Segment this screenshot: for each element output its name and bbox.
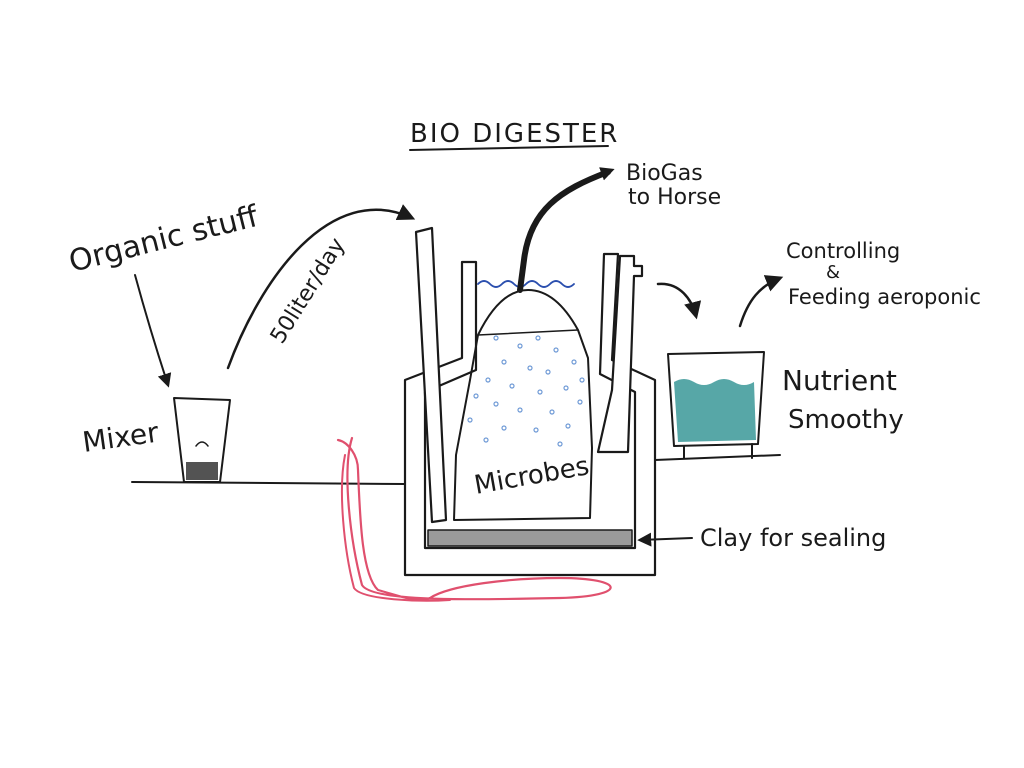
- feed-flow-arrow: [226, 204, 416, 370]
- gas-holder-drum: [453, 289, 593, 521]
- heating-pipe: [336, 436, 612, 602]
- nutrient-tank: [667, 351, 765, 459]
- microbe-bubbles: [467, 335, 585, 447]
- organic-stuff-label: Organic stuff: [65, 199, 262, 280]
- gas-holder-rim: [477, 329, 579, 336]
- diagram-title: BIO DIGESTER: [410, 119, 619, 149]
- aeroponic-feed-arrow: [738, 275, 784, 328]
- ground-line-right: [654, 454, 781, 461]
- clay-sealing-layer: [427, 529, 633, 547]
- biogas-arrow: [589, 167, 615, 181]
- mixer-tank: [173, 397, 231, 483]
- controlling-label-line3: Feeding aeroponic: [788, 285, 981, 309]
- controlling-label-line1: Controlling: [786, 239, 900, 263]
- organic-input-arrow: [134, 274, 172, 388]
- title-underline: [409, 145, 609, 151]
- flow-rate-label: 50liter/day: [266, 234, 350, 348]
- water-seal: [477, 280, 575, 288]
- biogas-label-line2: to Horse: [628, 185, 721, 210]
- outlet-pipe: [596, 254, 644, 454]
- microbes-label: Microbes: [472, 451, 591, 501]
- outlet-flow-arrow: [656, 282, 702, 320]
- mixer-label: Mixer: [80, 416, 161, 459]
- biogas-outlet-pipe: [517, 169, 611, 293]
- digester-outer-wall: [403, 252, 657, 577]
- ground-line-left: [131, 481, 406, 485]
- clay-label: Clay for sealing: [700, 524, 886, 552]
- inlet-pipe: [414, 226, 448, 524]
- heating-pipe-loop: [341, 454, 451, 602]
- nutrient-label-line1: Nutrient: [782, 364, 897, 397]
- clay-arrow: [637, 532, 693, 547]
- biogas-label-line1: BioGas: [626, 161, 703, 186]
- nutrient-label-line2: Smoothy: [788, 405, 904, 435]
- controlling-label-line2: &: [826, 262, 840, 283]
